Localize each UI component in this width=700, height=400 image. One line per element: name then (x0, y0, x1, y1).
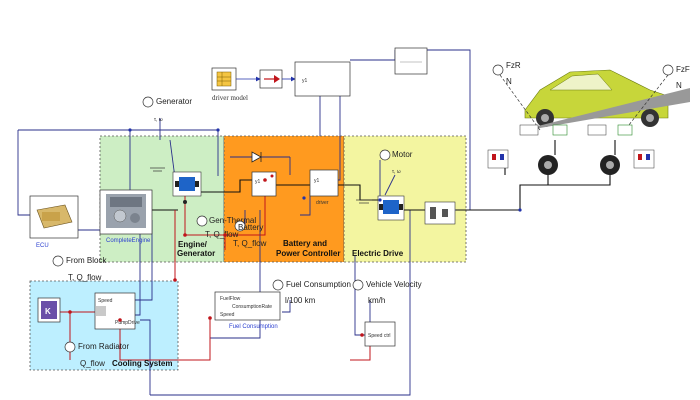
motor-label: Motor (392, 150, 413, 159)
power-controller-block: y1 driver (302, 169, 339, 206)
svg-text:T, Q_flow: T, Q_flow (233, 239, 267, 248)
gearbox-block (424, 201, 456, 225)
vehicle-car (524, 69, 690, 128)
ground-symbol-1 (183, 200, 187, 204)
driver-model-label: driver model (212, 94, 248, 102)
battery-label: Battery (238, 223, 263, 232)
battery-block: y1 (251, 171, 277, 197)
rear-wheel-assembly (487, 124, 568, 175)
ecu-label: ECU (36, 243, 49, 249)
driver-sublabel: driver (316, 200, 329, 206)
pump-drive-block: Speed PumpDrive (94, 292, 140, 330)
connection-dots (68, 178, 364, 337)
kmh-label: km/h (368, 296, 385, 305)
battery-region-label-2: Power Controller (276, 249, 340, 258)
cooling-region-label: Cooling System (112, 359, 172, 368)
fuel-consumption-sensor (272, 279, 284, 291)
fzf-sensor (662, 64, 674, 76)
vehicle-velocity-label: Vehicle Velocity (366, 280, 422, 289)
engine-region-label-2: Generator (177, 249, 215, 258)
svg-text:Speed ctrl: Speed ctrl (368, 333, 391, 339)
from-radiator-sensor (64, 341, 76, 353)
electric-region-label: Electric Drive (352, 249, 404, 258)
vehicle-velocity-sensor (352, 279, 364, 291)
svg-text:y1: y1 (314, 178, 320, 184)
motor-machine (377, 195, 405, 221)
fzr-label: FzR (506, 61, 521, 70)
gen-thermal-sensor (196, 215, 208, 227)
electric-drive-region (343, 135, 467, 263)
from-radiator-label: From Radiator (78, 342, 129, 351)
svg-text:y1: y1 (255, 179, 261, 185)
svg-text:T, Q_flow: T, Q_flow (68, 273, 102, 282)
k-block: K (37, 297, 61, 323)
l-100km-label: l/100 km (285, 296, 316, 305)
generator-machine (172, 171, 202, 197)
svg-text:τ, ω: τ, ω (392, 169, 401, 175)
n-right-label: N (676, 81, 682, 90)
fuel-consumption-label: Fuel Consumption (286, 280, 351, 289)
svg-text:K: K (45, 307, 51, 316)
svg-text:y1: y1 (302, 78, 308, 84)
svg-text:T, Q_flow: T, Q_flow (205, 230, 239, 239)
fuel-consumption-block: FuelFlow ConsumptionRate Speed Fuel Cons… (214, 291, 281, 330)
fuel-consumption-block-label: Fuel Consumption (229, 324, 278, 330)
gen-thermal-label: Gen-Thermal (209, 216, 256, 225)
generator-sensor (142, 96, 154, 108)
terrain-input-block (394, 47, 428, 75)
complete-engine-label: CompleteEngine (106, 238, 151, 244)
svg-text:ConsumptionRate: ConsumptionRate (232, 304, 272, 310)
speed-controller-block: Speed ctrl (364, 321, 396, 347)
battery-region-label-1: Battery and (283, 239, 327, 248)
complete-engine-block: CompleteEngine (99, 189, 153, 244)
battery-sensor (234, 220, 246, 232)
from-block-label: From Block (66, 256, 107, 265)
front-wheel-assembly (587, 124, 655, 175)
connection-dots-blue (128, 128, 522, 212)
from-block-sensor (52, 255, 64, 267)
svg-text:FuelFlow: FuelFlow (220, 296, 241, 302)
generator-label: Generator (156, 97, 192, 106)
svg-text:τ, ω: τ, ω (154, 117, 163, 123)
n-left-label: N (506, 77, 512, 86)
supervisory-controller-block (294, 61, 351, 97)
fzf-label: FzF (676, 65, 690, 74)
ecu-block: ECU (29, 195, 79, 249)
fzr-sensor (492, 64, 504, 76)
driver-model-block: driver model (211, 67, 248, 102)
engine-region-label-1: Engine/ (178, 240, 208, 249)
svg-text:Q_flow: Q_flow (80, 359, 105, 368)
motor-sensor (379, 149, 391, 161)
svg-text:Speed: Speed (98, 298, 113, 304)
svg-text:Speed: Speed (220, 312, 235, 318)
svg-text:PumpDrive: PumpDrive (115, 320, 140, 326)
diode-symbol (230, 151, 290, 163)
